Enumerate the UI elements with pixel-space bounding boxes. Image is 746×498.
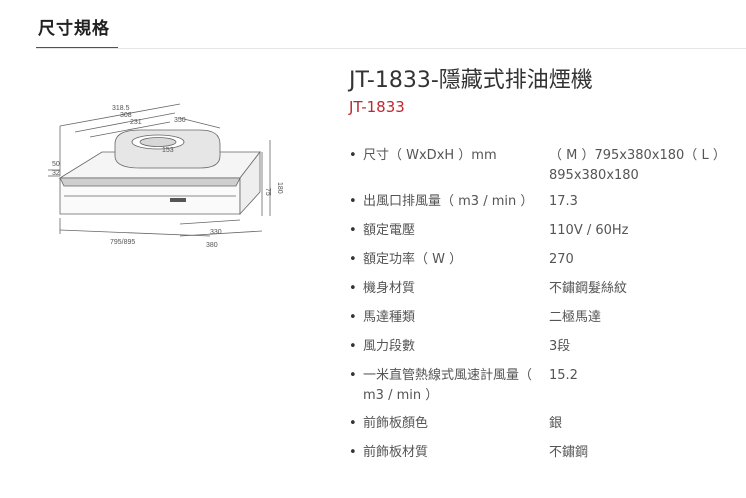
spec-value: 17.3 xyxy=(549,194,578,209)
dim-330: 330 xyxy=(210,229,222,236)
spec-value: 不鏽鋼 xyxy=(549,445,589,460)
spec-label: 前飾板顏色 xyxy=(363,416,429,431)
dim-350: 350 xyxy=(174,117,186,124)
dim-380: 380 xyxy=(206,242,218,249)
spec-label: 風力段數 xyxy=(363,339,416,354)
spec-value: 二極馬達 xyxy=(549,310,602,325)
dim-50: 50 xyxy=(52,161,60,168)
spec-label: 機身材質 xyxy=(363,281,416,296)
dimension-diagram: 318.5 308 231 350 153 50 32 180 75 330 3… xyxy=(48,103,283,249)
spec-value: 110V / 60Hz xyxy=(549,223,629,238)
spec-label: 一米直管熱線式風速計風量（ m3 / min ） xyxy=(363,368,533,403)
spec-value: 不鏽鋼髮絲紋 xyxy=(549,281,628,296)
spec-value: 3段 xyxy=(549,339,571,354)
spec-value: 15.2 xyxy=(549,368,578,383)
spec-value: （ M ）795x380x180（ L ）895x380x180 xyxy=(549,148,726,183)
dim-32: 32 xyxy=(52,170,60,177)
hood-body-side xyxy=(239,150,261,216)
spec-label: 額定電壓 xyxy=(363,223,416,238)
product-model: JT-1833 xyxy=(349,98,405,116)
section-divider xyxy=(36,48,746,49)
spec-label: 尺寸（ WxDxH ）mm xyxy=(363,148,497,163)
control-panel xyxy=(170,198,186,202)
dim-318: 318.5 xyxy=(112,105,130,112)
dim-153: 153 xyxy=(162,147,174,154)
spec-label: 前飾板材質 xyxy=(363,445,429,460)
front-panel xyxy=(59,177,241,187)
dim-180: 180 xyxy=(276,182,283,194)
spec-label: 出風口排風量（ m3 / min ） xyxy=(363,194,534,209)
dim-width: 795/895 xyxy=(110,239,135,246)
product-title: JT-1833-隱藏式排油煙機 xyxy=(349,68,593,93)
dim-75: 75 xyxy=(264,188,271,196)
section-title: 尺寸規格 xyxy=(38,19,110,39)
spec-label: 額定功率（ W ） xyxy=(363,252,463,267)
dim-308: 308 xyxy=(120,112,132,119)
dim-231: 231 xyxy=(130,119,142,126)
spec-label: 馬達種類 xyxy=(363,310,416,325)
spec-value: 270 xyxy=(549,252,574,267)
spec-value: 銀 xyxy=(549,416,563,431)
